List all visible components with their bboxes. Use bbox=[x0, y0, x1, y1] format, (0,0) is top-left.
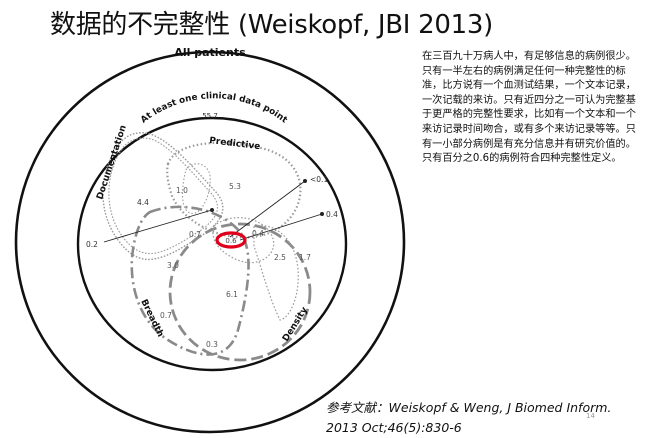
reference-text: Weiskopf & Weng, J Biomed Inform. 2013 O… bbox=[326, 400, 612, 435]
documentation-set-outline-inner bbox=[108, 137, 219, 254]
label-predictive: Predictive bbox=[209, 136, 261, 152]
leader-line-02 bbox=[103, 209, 213, 243]
label-density: Density bbox=[281, 305, 310, 343]
value-04-inner: 0.4 bbox=[252, 229, 264, 238]
description-text: 在三百九十万病人中，有足够信息的病例很少。只有一半左右的病例满足任何一种完整性的… bbox=[422, 51, 636, 165]
leader-dot-04 bbox=[320, 212, 324, 216]
leader-line-04 bbox=[239, 213, 323, 241]
value-center: 0.6 bbox=[225, 237, 237, 245]
breadth-set-outline bbox=[130, 205, 250, 356]
density-right-lobe bbox=[253, 224, 299, 321]
value-doc-only: 4.4 bbox=[137, 198, 149, 207]
predictive-set-outline bbox=[166, 141, 302, 239]
clinical-data-circle bbox=[76, 116, 348, 372]
value-07-lower: 0.7 bbox=[160, 311, 172, 320]
leader-dot-lt01 bbox=[303, 179, 307, 183]
slide-title: 数据的不完整性 (Weiskopf, JBI 2013) bbox=[50, 10, 493, 40]
value-03: 0.3 bbox=[206, 340, 218, 349]
value-02-left: 0.2 bbox=[86, 240, 98, 249]
label-clinical-data-point: At least one clinical data point bbox=[139, 91, 289, 125]
value-61: 6.1 bbox=[226, 290, 238, 299]
reference-prefix: 参考文献： bbox=[326, 400, 389, 415]
value-17: 1.7 bbox=[299, 253, 311, 262]
value-25: 2.5 bbox=[274, 253, 286, 262]
density-set-outline bbox=[168, 222, 312, 362]
value-04-right: 0.4 bbox=[326, 210, 338, 219]
value-55-7: 55.7 bbox=[202, 112, 218, 120]
leader-line-lt01 bbox=[229, 180, 306, 238]
reference-citation: 参考文献：Weiskopf & Weng, J Biomed Inform. 2… bbox=[326, 398, 642, 438]
leader-dot-02 bbox=[210, 208, 214, 212]
page-number: 14 bbox=[586, 412, 595, 420]
center-highlight-ellipse bbox=[215, 231, 247, 249]
value-pred-only: 5.3 bbox=[229, 182, 241, 191]
value-lt01: <0.1 bbox=[310, 175, 328, 184]
value-07-upper: 0.7 bbox=[189, 230, 201, 239]
value-30: 3.0 bbox=[167, 261, 179, 270]
label-documentation: Documentation bbox=[95, 124, 129, 201]
all-patients-circle bbox=[14, 50, 406, 434]
label-all-patients: All patients bbox=[174, 46, 246, 59]
value-doc-pred: 1.0 bbox=[176, 186, 188, 195]
